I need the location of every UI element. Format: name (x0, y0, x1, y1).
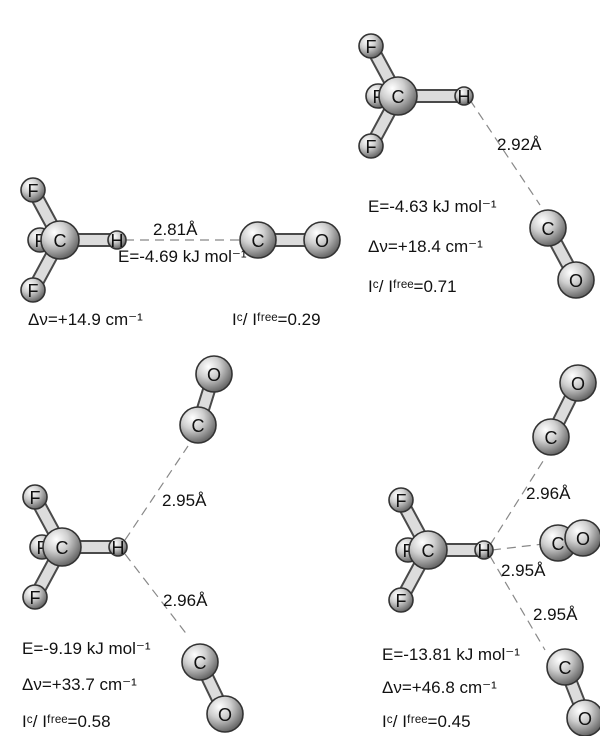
tr-co-o-atom-label: O (569, 271, 583, 291)
bl-distance-1: 2.95Å (162, 491, 207, 510)
br-distance-2: 2.95Å (501, 561, 546, 580)
tl-chf3-h-atom (107, 230, 127, 250)
tl-chf3-f-atom-3-label: F (28, 281, 39, 301)
bl-co-1-c-atom (179, 406, 217, 444)
br-co-1-c-atom-label: C (545, 428, 558, 448)
tl-chf3-c-atom (40, 220, 80, 260)
tr-co-o-atom (557, 261, 595, 299)
bl-chf3-c-atom (42, 527, 82, 567)
br-co-2-c-atom-label: C (552, 534, 565, 554)
br-chf3-f-atom-2-label: F (403, 541, 414, 561)
bl-chf3-f-atom-2-label: F (37, 538, 48, 558)
bl-chf3-f-atom-1 (22, 484, 48, 510)
tr-intensity: Iᶜ/ Iᶠʳᵉᵉ=0.71 (368, 277, 457, 296)
tl-chf3-h-atom-label: H (111, 231, 124, 251)
tl-chf3-f-atom-1 (20, 177, 46, 203)
br-co-3-c-atom-label: C (559, 658, 572, 678)
bl-chf3-f-atom-3-label: F (30, 588, 41, 608)
tl-chf3-f-atom-1-label: F (28, 181, 39, 201)
tl-energy: E=-4.69 kJ mol⁻¹ (118, 247, 247, 266)
tr-co-c-atom-label: C (542, 219, 555, 239)
bl-intensity: Iᶜ/ Iᶠʳᵉᵉ=0.58 (22, 712, 111, 731)
tr-chf3-f-atom-2-label: F (373, 87, 384, 107)
bl-co-1-c-atom-label: C (192, 416, 205, 436)
bl-co-1-o-atom-label: O (207, 365, 221, 385)
bl-contact-1 (124, 445, 189, 541)
tl-co-c-atom-label: C (252, 231, 265, 251)
bl-co-1-o-atom (195, 355, 233, 393)
tr-chf3-h-atom-label: H (458, 87, 471, 107)
br-co-3-c-atom (546, 648, 584, 686)
contact-layer (124, 99, 553, 651)
br-chf3-h-atom-label: H (478, 541, 491, 561)
bl-chf3-f-atom-3 (22, 584, 48, 610)
br-shift: Δν=+46.8 cm⁻¹ (382, 678, 497, 697)
bl-chf3-h-atom-label: H (112, 538, 125, 558)
tr-chf3-f-atom-1-label: F (366, 37, 377, 57)
bl-co-2-o-atom (206, 695, 244, 733)
tl-co-o-atom-label: O (315, 231, 329, 251)
br-chf3-f-atom-3 (388, 587, 414, 613)
br-co-2-o-atom (564, 519, 600, 557)
tr-chf3-f-atom-3-label: F (366, 137, 377, 157)
bl-chf3-h-atom (108, 537, 128, 557)
br-co-2-o-atom-label: O (576, 529, 590, 549)
label-layer: 2.92Å E=-4.63 kJ mol⁻¹ Δν=+18.4 cm⁻¹ Iᶜ/ Iᶠ… (22, 135, 578, 731)
tl-chf3-c-atom-label: C (54, 231, 67, 251)
br-energy: E=-13.81 kJ mol⁻¹ (382, 645, 520, 664)
br-chf3-f-atom-1 (388, 487, 414, 513)
bl-chf3-c-atom-label: C (56, 538, 69, 558)
br-chf3-c-atom (408, 530, 448, 570)
br-co-3-o-atom-label: O (578, 709, 592, 729)
tl-chf3-f-atom-2-label: F (35, 231, 46, 251)
bl-co-2-c-atom (181, 643, 219, 681)
br-co-1-o-atom (559, 364, 597, 402)
tr-chf3-c-atom-label: C (392, 87, 405, 107)
tl-intensity: Iᶜ/ Iᶠʳᵉᵉ=0.29 (232, 310, 321, 329)
tr-chf3-h-atom (454, 86, 474, 106)
bl-co-2-c-atom-label: C (194, 653, 207, 673)
br-co-1-o-atom-label: O (571, 374, 585, 394)
br-intensity: Iᶜ/ Iᶠʳᵉᵉ=0.45 (382, 712, 471, 731)
tr-chf3-f-atom-3 (358, 133, 384, 159)
bl-shift: Δν=+33.7 cm⁻¹ (22, 675, 137, 694)
tr-chf3-c-atom (378, 76, 418, 116)
tl-distance: 2.81Å (153, 220, 198, 239)
br-co-1-c-atom (532, 418, 570, 456)
br-contact-1 (489, 457, 546, 546)
tl-co-o-atom (303, 221, 341, 259)
br-chf3-c-atom-label: C (422, 541, 435, 561)
bl-chf3-f-atom-1-label: F (30, 488, 41, 508)
br-distance-3: 2.95Å (533, 605, 578, 624)
tr-chf3-f-atom-1 (358, 33, 384, 59)
bl-energy: E=-9.19 kJ mol⁻¹ (22, 639, 151, 658)
tr-contact (469, 99, 541, 206)
bl-contact-2 (124, 553, 189, 637)
tl-chf3-f-atom-3 (20, 277, 46, 303)
tl-shift: Δν=+14.9 cm⁻¹ (28, 310, 143, 329)
br-contact-3 (489, 555, 546, 651)
tr-shift: Δν=+18.4 cm⁻¹ (368, 237, 483, 256)
bl-distance-2: 2.96Å (163, 591, 208, 610)
br-co-3-o-atom (566, 699, 600, 736)
tl-co-c-atom (239, 221, 277, 259)
tr-energy: E=-4.63 kJ mol⁻¹ (368, 197, 497, 216)
bl-co-2-o-atom-label: O (218, 705, 232, 725)
br-distance-1: 2.96Å (526, 484, 571, 503)
tr-distance: 2.92Å (497, 135, 542, 154)
br-chf3-h-atom (474, 540, 494, 560)
tr-co-c-atom (529, 209, 567, 247)
br-chf3-f-atom-3-label: F (396, 591, 407, 611)
br-chf3-f-atom-1-label: F (396, 491, 407, 511)
